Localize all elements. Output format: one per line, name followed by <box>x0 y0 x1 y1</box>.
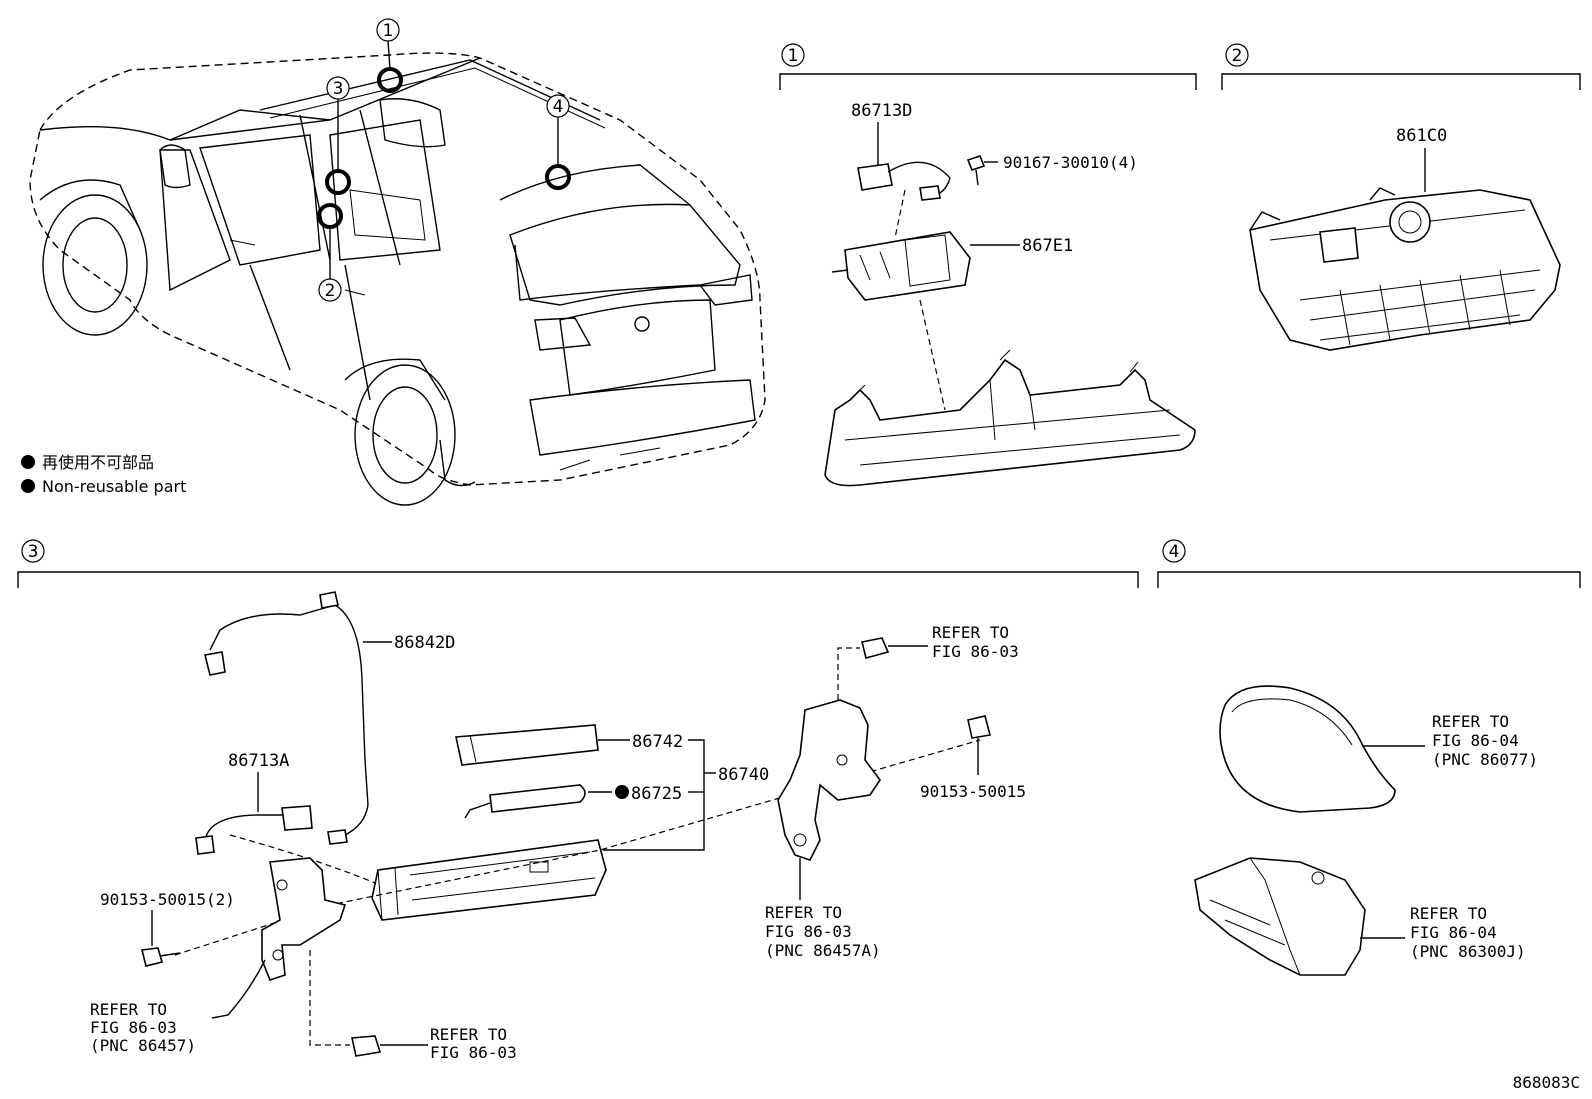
refer-left-line1[interactable]: REFER TO <box>90 1000 167 1019</box>
refer-s4a-line2[interactable]: FIG 86-04 <box>1432 731 1519 750</box>
refer-mid-line3[interactable]: (PNC 86457A) <box>765 941 881 960</box>
location-marker-3: 3 <box>325 76 351 195</box>
section-1: 1 86713D 90167-30010(4) 867E1 <box>779 43 1197 487</box>
part-label-90167-30010[interactable]: 90167-30010(4) <box>1003 153 1138 172</box>
section-number: 1 <box>788 46 799 66</box>
location-marker-1: 1 <box>376 18 403 93</box>
refer-s4b-line3[interactable]: (PNC 86300J) <box>1410 942 1526 961</box>
part-label-86740[interactable]: 86740 <box>718 765 769 785</box>
part-label-861C0[interactable]: 861C0 <box>1396 126 1447 146</box>
refer-top-line2[interactable]: FIG 86-03 <box>932 642 1019 661</box>
non-reusable-dot-icon <box>615 785 629 799</box>
marker-number: 3 <box>333 79 344 99</box>
part-label-867E1[interactable]: 867E1 <box>1022 236 1073 256</box>
section-3: 3 86842D 86713A 86742 86725 86740 <box>17 539 1139 1062</box>
part-label-86725[interactable]: 86725 <box>631 784 682 804</box>
figure-id: 868083C <box>1513 1073 1580 1092</box>
part-label-86842D[interactable]: 86842D <box>394 633 455 653</box>
legend-japanese: 再使用不可部品 <box>42 453 154 472</box>
vehicle-overview-illustration <box>29 52 766 506</box>
non-reusable-dot-icon <box>21 479 35 493</box>
location-marker-4: 4 <box>545 94 571 190</box>
refer-left-line2[interactable]: FIG 86-03 <box>90 1018 177 1037</box>
section-2: 2 861C0 <box>1221 43 1581 351</box>
section-number: 4 <box>1169 542 1180 562</box>
refer-s4b-line1[interactable]: REFER TO <box>1410 904 1487 923</box>
refer-s4a-line1[interactable]: REFER TO <box>1432 712 1509 731</box>
refer-mid-line2[interactable]: FIG 86-03 <box>765 922 852 941</box>
refer-mid-line1[interactable]: REFER TO <box>765 903 842 922</box>
marker-number: 4 <box>553 97 564 117</box>
part-label-90153-50015-2[interactable]: 90153-50015(2) <box>100 890 235 909</box>
section-4: 4 REFER TO FIG 86-04 (PNC 86077) REFER T… <box>1157 539 1581 976</box>
marker-number: 1 <box>383 21 394 41</box>
location-marker-2: 2 <box>317 203 343 302</box>
refer-top-line1[interactable]: REFER TO <box>932 623 1009 642</box>
refer-left-line3[interactable]: (PNC 86457) <box>90 1036 196 1055</box>
part-label-90153-50015[interactable]: 90153-50015 <box>920 782 1026 801</box>
section-number: 3 <box>28 542 39 562</box>
legend-english: Non-reusable part <box>42 477 186 496</box>
non-reusable-dot-icon <box>21 455 35 469</box>
part-label-86713D[interactable]: 86713D <box>851 101 912 121</box>
marker-number: 2 <box>325 281 336 301</box>
part-label-86713A[interactable]: 86713A <box>228 751 289 771</box>
legend: 再使用不可部品 Non-reusable part <box>21 453 186 496</box>
refer-s4b-line2[interactable]: FIG 86-04 <box>1410 923 1497 942</box>
refer-bottom-line1[interactable]: REFER TO <box>430 1025 507 1044</box>
refer-s4a-line3[interactable]: (PNC 86077) <box>1432 750 1538 769</box>
refer-bottom-line2[interactable]: FIG 86-03 <box>430 1043 517 1062</box>
section-number: 2 <box>1232 46 1243 66</box>
part-label-86742[interactable]: 86742 <box>632 732 683 752</box>
